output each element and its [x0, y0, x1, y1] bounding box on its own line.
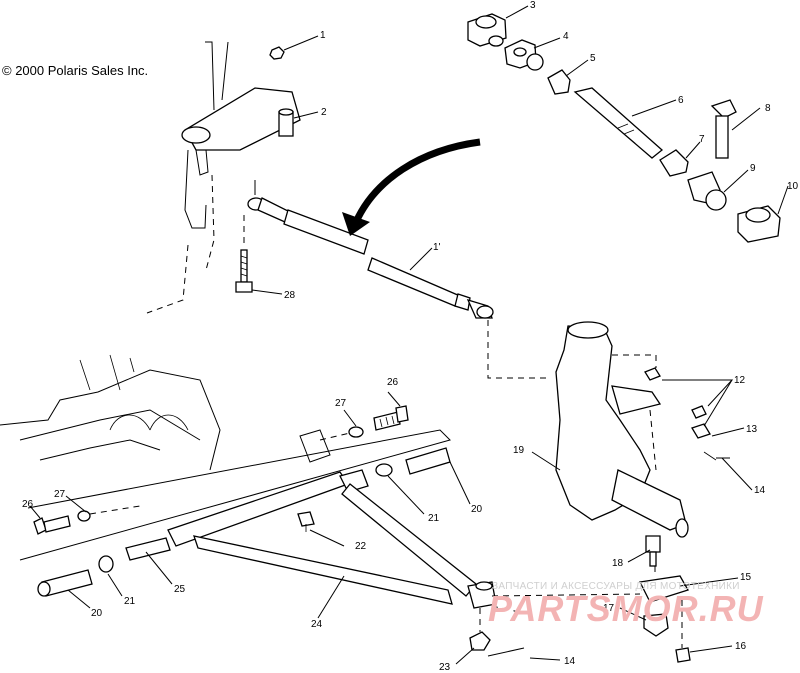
callout-21-right: 21: [428, 513, 440, 524]
callout-4: 4: [563, 31, 569, 42]
upper-parts-kit: [467, 13, 781, 243]
copyright-notice: © 2000 Polaris Sales Inc.: [2, 63, 149, 78]
callout-8: 8: [765, 103, 771, 114]
callout-12: 12: [734, 375, 746, 386]
callout-28: 28: [284, 290, 296, 301]
tie-rod: [247, 197, 548, 379]
frame: [0, 354, 451, 561]
callout-labels: 1 2 3 4 5 6 7 8 9 10 1' 28 12 13 14 19 2…: [22, 0, 799, 673]
callout-27-upper: 27: [335, 398, 347, 409]
callout-1: 1: [320, 30, 326, 41]
callout-20-left: 20: [91, 608, 103, 619]
callout-23: 23: [439, 662, 451, 673]
callout-24: 24: [311, 619, 323, 630]
direction-arrow: [342, 138, 481, 236]
callout-25: 25: [174, 584, 186, 595]
callout-10: 10: [787, 181, 799, 192]
callout-15: 15: [740, 572, 752, 583]
callout-14-upper: 14: [754, 485, 766, 496]
callout-7: 7: [699, 134, 705, 145]
callout-20-right: 20: [471, 504, 483, 515]
callout-16: 16: [735, 641, 747, 652]
watermark-logo: PARTSMOR.RU: [488, 588, 764, 629]
a-arm: [167, 469, 497, 609]
callout-5: 5: [590, 53, 596, 64]
callout-6: 6: [678, 95, 684, 106]
callout-18: 18: [612, 558, 624, 569]
spindle-assembly: [555, 321, 730, 538]
pivot-hardware: [33, 405, 451, 597]
bolt-28: [235, 215, 253, 293]
callout-26-left: 26: [22, 499, 34, 510]
callout-21-left: 21: [124, 596, 136, 607]
callout-19: 19: [513, 445, 525, 456]
callout-14-lower: 14: [564, 656, 576, 667]
callout-2: 2: [321, 107, 327, 118]
callout-1-prime: 1': [433, 242, 441, 253]
callout-13: 13: [746, 424, 758, 435]
watermark-text: ЗАПЧАСТИ И АКСЕССУАРЫ ДЛЯ МОТОТЕХНИКИ: [492, 581, 740, 592]
steering-post-assembly: [146, 41, 301, 314]
callout-3: 3: [530, 0, 536, 11]
callout-26-upper: 26: [387, 377, 399, 388]
callout-9: 9: [750, 163, 756, 174]
callout-17: 17: [603, 603, 615, 614]
ball-joint-assembly: [469, 535, 691, 663]
callout-27-left: 27: [54, 489, 66, 500]
leader-lines: [29, 5, 789, 665]
callout-22: 22: [355, 541, 367, 552]
